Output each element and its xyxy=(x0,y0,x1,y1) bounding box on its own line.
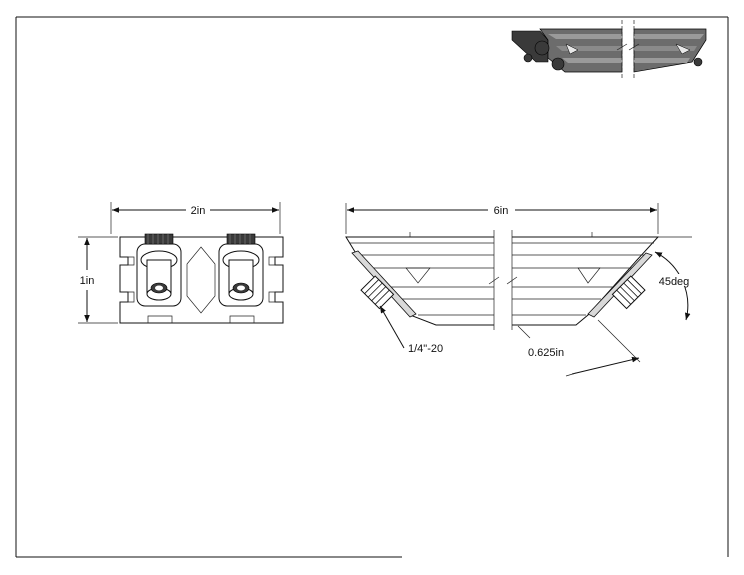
offset-dimension: 0.625in xyxy=(528,347,564,359)
right-end-plate xyxy=(587,252,653,318)
left-threaded-stud xyxy=(360,275,395,310)
end-view: 2in 1in xyxy=(78,202,284,324)
right-threaded-stud xyxy=(611,275,646,310)
angle-dimension: 45deg xyxy=(659,276,690,288)
side-length-dimension: 6in xyxy=(494,205,509,217)
left-tnut xyxy=(136,233,182,307)
break-lines xyxy=(488,230,518,330)
side-view: 6in 45deg 0.625in 1/4"-20 xyxy=(345,203,692,377)
sheet-border xyxy=(15,16,729,558)
end-width-dimension: 2in xyxy=(191,205,206,217)
thread-callout: 1/4"-20 xyxy=(408,343,443,355)
end-height-dimension: 1in xyxy=(80,275,95,287)
right-tnut xyxy=(218,233,264,307)
isometric-preview xyxy=(511,20,707,80)
